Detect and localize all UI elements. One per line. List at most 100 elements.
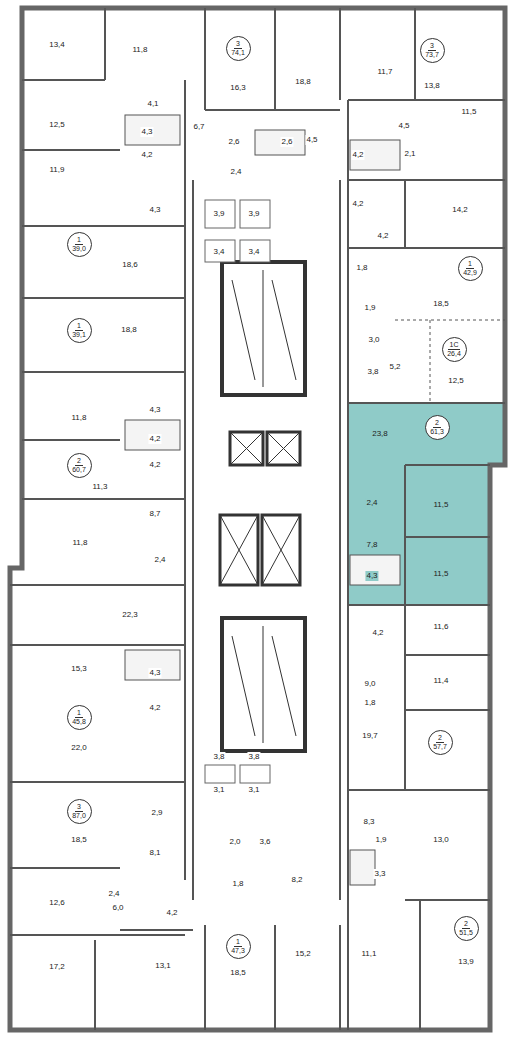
- room-area: 3,6: [258, 837, 271, 847]
- room-area: 14,2: [451, 205, 469, 215]
- apartment-badge: 387,0: [67, 799, 92, 824]
- room-area: 4,2: [148, 460, 161, 470]
- room-count: 1С: [448, 341, 461, 349]
- apartment-area: 74,1: [231, 49, 245, 56]
- room-count: 1: [75, 322, 83, 330]
- room-area: 16,3: [229, 83, 247, 93]
- room-area: 18,8: [120, 325, 138, 335]
- room-area: 11,8: [71, 413, 88, 423]
- room-area: 3,8: [247, 752, 260, 762]
- room-area: 3,0: [367, 335, 380, 345]
- apartment-area: 47,3: [231, 947, 245, 954]
- room-count: 1: [75, 236, 83, 244]
- room-area: 3,4: [247, 247, 260, 257]
- room-area: 7,8: [365, 540, 378, 550]
- room-area: 4,3: [148, 205, 161, 215]
- room-area: 13,4: [48, 40, 66, 50]
- room-count: 3: [428, 42, 436, 50]
- room-area: 5,2: [388, 362, 401, 372]
- studio-divider: [395, 320, 505, 403]
- apartment-area: 26,4: [447, 350, 461, 357]
- room-area: 11,4: [433, 676, 450, 686]
- apartment-area: 87,0: [72, 812, 86, 819]
- room-area: 13,9: [457, 957, 475, 967]
- room-area: 3,8: [366, 367, 379, 377]
- room-area: 4,2: [148, 703, 161, 713]
- apartment-badge: 139,1: [67, 318, 92, 343]
- room-area: 2,4: [365, 498, 378, 508]
- room-area: 2,0: [228, 837, 241, 847]
- stair-flights: [232, 270, 296, 743]
- room-area: 4,5: [397, 121, 410, 131]
- room-area: 2,1: [403, 149, 416, 159]
- room-area: 4,2: [148, 434, 161, 444]
- room-count: 1: [75, 709, 83, 717]
- room-count: 2: [436, 734, 444, 742]
- room-area: 18,8: [294, 77, 312, 87]
- room-count: 2: [462, 920, 470, 928]
- room-area: 18,5: [70, 835, 88, 845]
- room-area: 4,2: [376, 231, 389, 241]
- room-area: 4,3: [140, 127, 153, 137]
- room-count: 1: [234, 938, 242, 946]
- room-area: 3,1: [212, 785, 225, 795]
- room-area: 15,2: [294, 949, 312, 959]
- room-area: 22,3: [121, 610, 139, 620]
- room-area: 11,8: [72, 538, 89, 548]
- apartment-badge: 374,1: [226, 36, 251, 61]
- room-area: 8,2: [290, 875, 303, 885]
- highlighted-apartment: [348, 403, 505, 605]
- apartment-area: 39,0: [72, 245, 86, 252]
- apartment-badge: 251,5: [454, 916, 479, 941]
- elevators: [220, 432, 300, 585]
- apartment-badge: 260,7: [67, 453, 92, 478]
- apartment-area: 57,7: [433, 743, 447, 750]
- room-count: 1: [466, 260, 474, 268]
- apartment-badge: 1С26,4: [442, 337, 467, 362]
- room-area: 4,2: [351, 150, 364, 160]
- room-area: 12,5: [447, 376, 465, 386]
- room-area: 4,5: [305, 135, 318, 145]
- apartment-badge: 142,9: [458, 256, 483, 281]
- room-area: 11,6: [433, 622, 450, 632]
- room-area: 11,5: [433, 569, 450, 579]
- room-area: 18,5: [432, 299, 450, 309]
- apartment-area: 39,1: [72, 331, 86, 338]
- room-area: 2,9: [150, 808, 163, 818]
- apartment-area: 42,9: [463, 269, 477, 276]
- room-area: 1,9: [363, 303, 376, 313]
- room-area: 11,5: [433, 500, 450, 510]
- room-area: 4,3: [365, 571, 378, 581]
- room-area: 8,3: [362, 817, 375, 827]
- outer-wall: [10, 8, 505, 1030]
- apartment-area: 60,7: [72, 466, 86, 473]
- room-area: 3,8: [212, 752, 225, 762]
- room-area: 11,5: [461, 107, 478, 117]
- room-area: 19,7: [361, 731, 379, 741]
- partition-walls: [10, 8, 505, 1030]
- room-area: 4,2: [351, 199, 364, 209]
- room-count: 3: [75, 803, 83, 811]
- room-area: 13,1: [154, 961, 172, 971]
- room-area: 13,0: [432, 835, 450, 845]
- room-area: 6,7: [192, 122, 205, 132]
- apartment-area: 73,7: [425, 51, 439, 58]
- room-area: 4,3: [148, 405, 161, 415]
- room-area: 11,7: [377, 67, 394, 77]
- room-area: 18,6: [121, 260, 139, 270]
- room-area: 1,8: [231, 879, 244, 889]
- room-area: 3,9: [212, 209, 225, 219]
- elevator-cross: [220, 432, 300, 585]
- room-area: 3,1: [247, 785, 260, 795]
- bathrooms: [125, 115, 400, 885]
- room-area: 2,6: [280, 137, 293, 147]
- room-area: 8,1: [148, 848, 161, 858]
- room-area: 22,0: [70, 743, 88, 753]
- room-count: 3: [234, 40, 242, 48]
- apartment-area: 45,8: [72, 718, 86, 725]
- room-area: 11,9: [49, 165, 66, 175]
- room-area: 2,4: [229, 167, 242, 177]
- apartment-badge: 145,8: [67, 705, 92, 730]
- room-area: 11,3: [92, 482, 109, 492]
